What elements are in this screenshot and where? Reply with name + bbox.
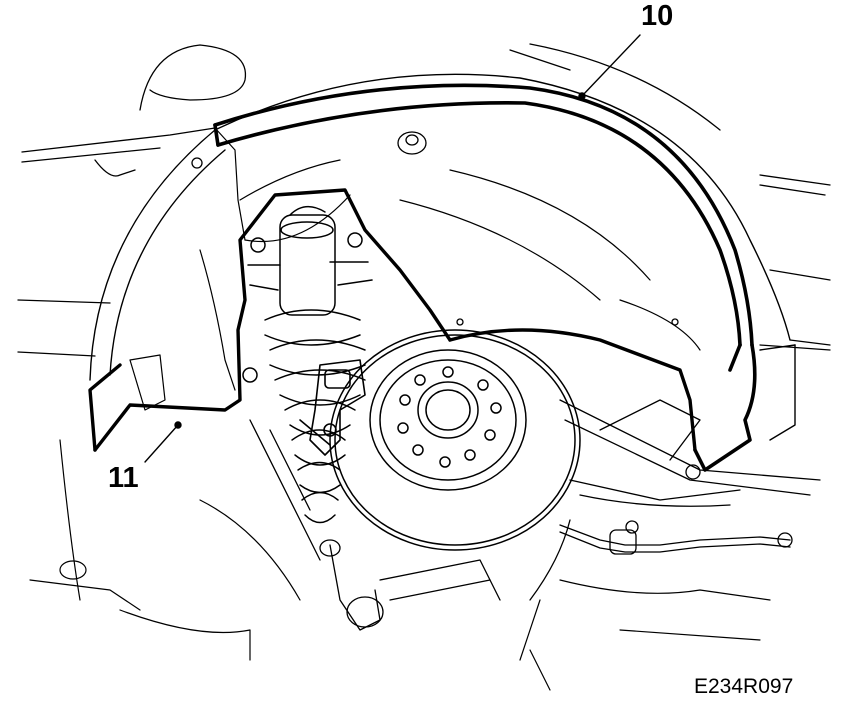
leader-line-11	[144, 424, 179, 463]
callout-label-11: 11	[108, 462, 139, 494]
fasteners	[191, 131, 679, 326]
brake-cable	[559, 520, 793, 555]
lower-body-panels	[29, 439, 771, 691]
brake-caliper	[299, 359, 366, 456]
housing-liner-surface	[129, 127, 701, 411]
callout-leaders	[144, 34, 641, 463]
suspension-strut	[242, 206, 373, 524]
control-arms	[249, 399, 821, 631]
part-11-inner-liner	[88, 188, 697, 452]
leader-dot-11	[174, 421, 182, 429]
part-10-wheel-arch-liner	[213, 83, 757, 472]
brake-disc-hub	[329, 329, 581, 551]
figure-code: E234R097	[694, 675, 794, 698]
callout-label-10: 10	[641, 0, 674, 32]
leader-line-10	[581, 34, 641, 97]
leader-dot-10	[578, 92, 586, 100]
wheel-arch-outline	[89, 73, 796, 441]
body-panel-lines	[17, 43, 831, 357]
